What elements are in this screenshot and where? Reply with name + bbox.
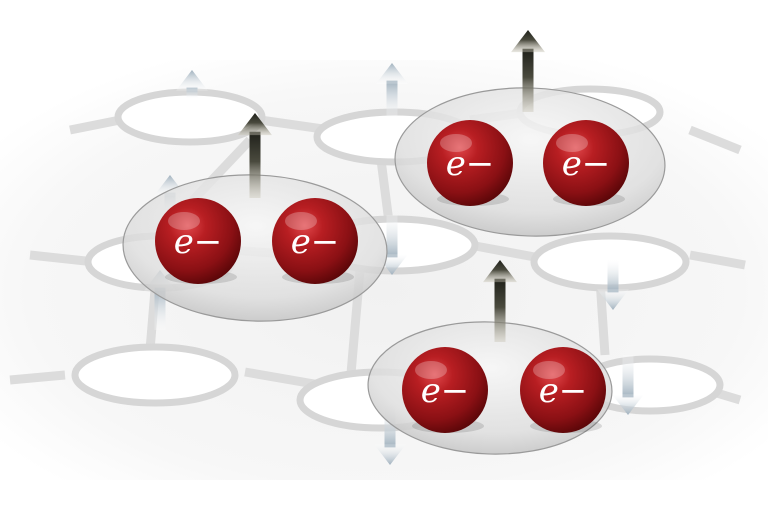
lattice-spin-arrow-up <box>176 70 208 98</box>
lattice-spin-arrow-down <box>597 260 629 310</box>
electron: e− <box>427 120 513 206</box>
lattice-spin-arrow-down <box>374 405 406 465</box>
electron-pairs: e− e− e− e− e− e− <box>122 30 666 455</box>
pair-spin-arrow-up <box>238 113 272 198</box>
pair-spin-arrow-up <box>483 260 517 342</box>
electron-label: e− <box>539 371 588 411</box>
pair-spin-arrow-up <box>511 30 545 112</box>
electron-label: e− <box>446 144 495 184</box>
cooper-pair: e− e− <box>367 260 613 455</box>
electron: e− <box>155 198 241 284</box>
electron: e− <box>543 120 629 206</box>
lattice-spin-arrow-up <box>376 63 408 118</box>
cooper-pair: e− e− <box>122 113 388 322</box>
lattice-spin-arrow-down <box>612 355 644 415</box>
electron: e− <box>520 347 606 433</box>
electron-label: e− <box>421 371 470 411</box>
cooper-pair: e− e− <box>394 30 666 237</box>
electron-label: e− <box>174 222 223 262</box>
electron: e− <box>272 198 358 284</box>
electron: e− <box>402 347 488 433</box>
electron-label: e− <box>562 144 611 184</box>
electron-label: e− <box>291 222 340 262</box>
